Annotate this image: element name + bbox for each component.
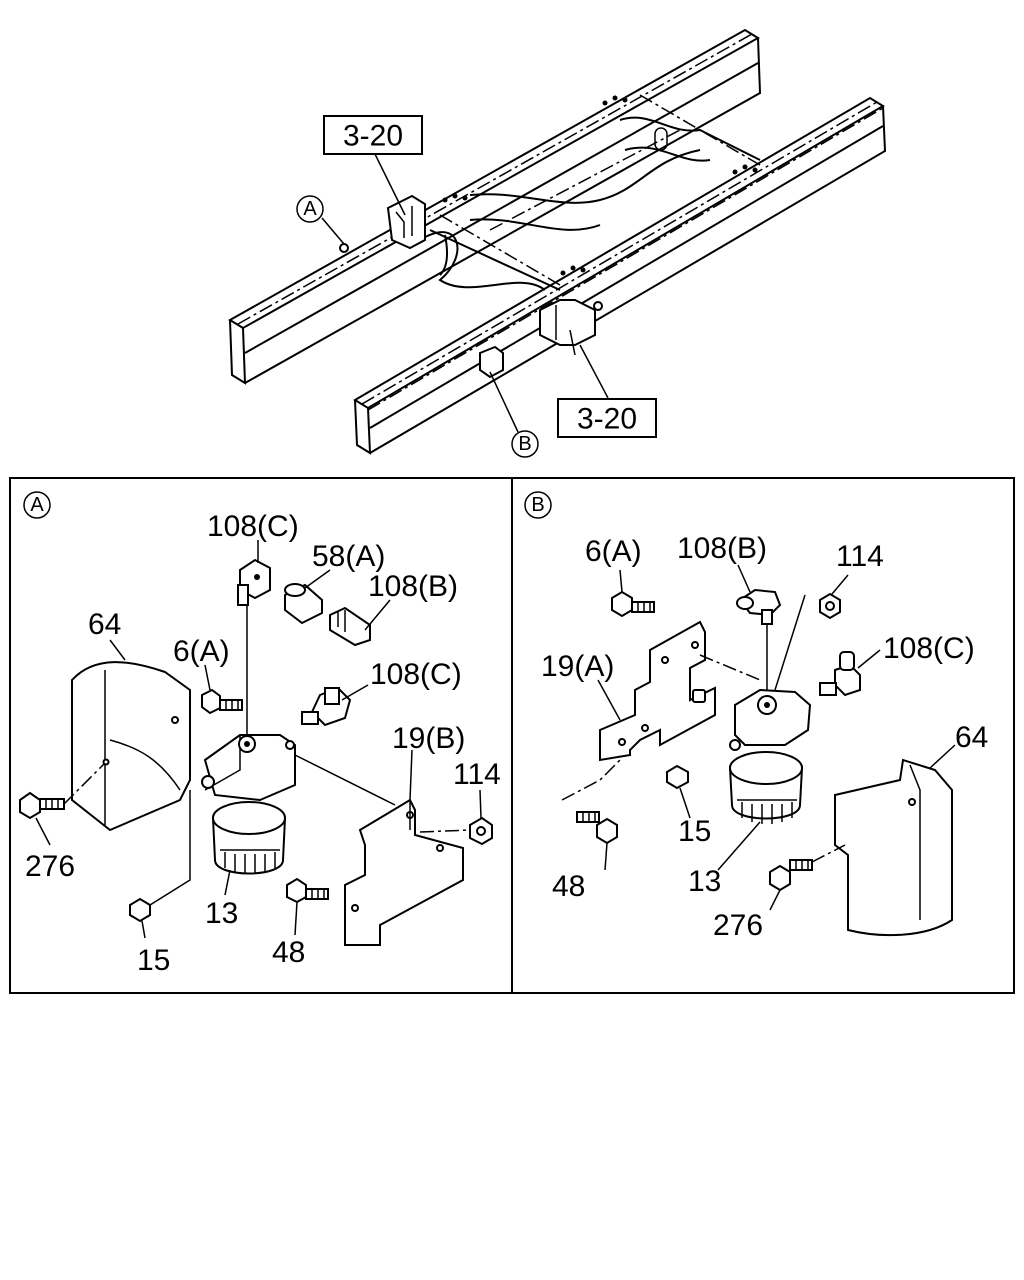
panel-b-label-276: 276 bbox=[713, 909, 763, 942]
panel-b-label-114: 114 bbox=[836, 540, 884, 573]
panel-a-filter-element-13[interactable] bbox=[211, 801, 287, 875]
panel-b-filter-head[interactable] bbox=[729, 688, 812, 751]
panel-a-fitting-108c-right[interactable] bbox=[301, 686, 352, 727]
panel-a-label-58a: 58(A) bbox=[312, 540, 385, 573]
panel-a-guide-head-to-bracket bbox=[294, 754, 396, 806]
panel-a-label-108c-right: 108(C) bbox=[370, 658, 462, 691]
ref-label-3-20-bottom: 3-20 bbox=[577, 403, 637, 436]
callout-a-letter: A bbox=[303, 198, 317, 220]
panel-b-fitting-108c[interactable] bbox=[819, 651, 861, 697]
ref-box-3-20-top[interactable]: 3-20 bbox=[323, 115, 423, 155]
cross-members bbox=[419, 94, 761, 291]
panel-a-label-19b: 19(B) bbox=[392, 722, 465, 755]
panel-a-marker: A bbox=[23, 491, 51, 519]
panel-b-bracket-19a[interactable] bbox=[599, 620, 716, 762]
svg-text:B: B bbox=[531, 494, 544, 516]
panel-b-elbow-108b[interactable] bbox=[736, 588, 782, 625]
callout-b-letter: B bbox=[518, 433, 531, 455]
panel-a-bolt-6a[interactable] bbox=[201, 688, 243, 715]
panel-b-label-108b: 108(B) bbox=[677, 532, 767, 565]
panel-b: B bbox=[524, 491, 988, 942]
panel-b-bolt-276[interactable] bbox=[769, 859, 813, 892]
panel-b-label-64: 64 bbox=[955, 721, 988, 754]
panel-b-guide-48 bbox=[561, 759, 621, 801]
panel-b-bolt-6a[interactable] bbox=[611, 590, 655, 618]
panel-a-shield-64[interactable] bbox=[71, 661, 191, 832]
panel-a-sleeve-58a[interactable] bbox=[284, 583, 323, 625]
panel-b-guide-114 bbox=[774, 594, 806, 691]
panel-b-label-48: 48 bbox=[552, 870, 585, 903]
panel-a-label-6a: 6(A) bbox=[173, 635, 230, 668]
panel-a-guide-276 bbox=[63, 763, 105, 805]
panel-a-plug-15[interactable] bbox=[129, 897, 151, 923]
panel-b-label-108c: 108(C) bbox=[883, 632, 975, 665]
panel-a-nut-114[interactable] bbox=[469, 816, 493, 846]
left-frame-rail bbox=[228, 28, 762, 385]
panel-b-shield-64[interactable] bbox=[834, 758, 953, 937]
panel-a-label-114: 114 bbox=[453, 758, 501, 791]
panel-a-label-48: 48 bbox=[272, 936, 305, 969]
filter-assembly-right-rail bbox=[479, 299, 603, 379]
panel-a-bolt-48[interactable] bbox=[286, 877, 329, 904]
svg-text:A: A bbox=[30, 494, 44, 516]
panel-b-bolt-48[interactable] bbox=[576, 811, 618, 845]
panel-b-guide-276 bbox=[811, 844, 846, 863]
panel-b-plug-15[interactable] bbox=[666, 764, 689, 790]
panel-b-label-15: 15 bbox=[678, 815, 711, 848]
panel-a-label-108c-top: 108(C) bbox=[207, 510, 299, 543]
panel-a-guide-15 bbox=[149, 790, 191, 906]
filter-assembly-left-rail bbox=[339, 194, 426, 253]
right-frame-rail bbox=[353, 96, 887, 455]
panel-a-bolt-276[interactable] bbox=[19, 791, 65, 820]
ref-label-3-20-top: 3-20 bbox=[343, 120, 403, 153]
ref-box-3-20-bottom[interactable]: 3-20 bbox=[557, 398, 657, 438]
callout-a-overview[interactable]: A bbox=[296, 195, 324, 223]
panel-a-bracket-19b[interactable] bbox=[344, 798, 464, 946]
panel-a-filter-head[interactable] bbox=[201, 734, 296, 802]
panel-a-label-13: 13 bbox=[205, 897, 238, 930]
panel-b-nut-114[interactable] bbox=[819, 592, 841, 620]
panel-a-elbow-108c-top[interactable] bbox=[237, 558, 271, 606]
panel-a-label-108b: 108(B) bbox=[368, 570, 458, 603]
panel-b-marker: B bbox=[524, 491, 552, 519]
chassis-frame-overview bbox=[228, 28, 887, 455]
panel-b-filter-element-13[interactable] bbox=[728, 751, 804, 824]
panel-a-label-276: 276 bbox=[25, 850, 75, 883]
frame-holes bbox=[442, 95, 758, 276]
panel-a-guide-114 bbox=[419, 829, 471, 833]
panel-a: A bbox=[19, 491, 501, 977]
panel-b-label-6a: 6(A) bbox=[585, 535, 642, 568]
panel-b-label-19a: 19(A) bbox=[541, 650, 614, 683]
panel-a-label-64: 64 bbox=[88, 608, 121, 641]
panel-a-connector-108b[interactable] bbox=[329, 606, 371, 647]
panel-b-label-13: 13 bbox=[688, 865, 721, 898]
callout-b-overview[interactable]: B bbox=[511, 430, 539, 458]
panel-b-guide-bracket bbox=[699, 654, 761, 681]
panel-a-label-15: 15 bbox=[137, 944, 170, 977]
